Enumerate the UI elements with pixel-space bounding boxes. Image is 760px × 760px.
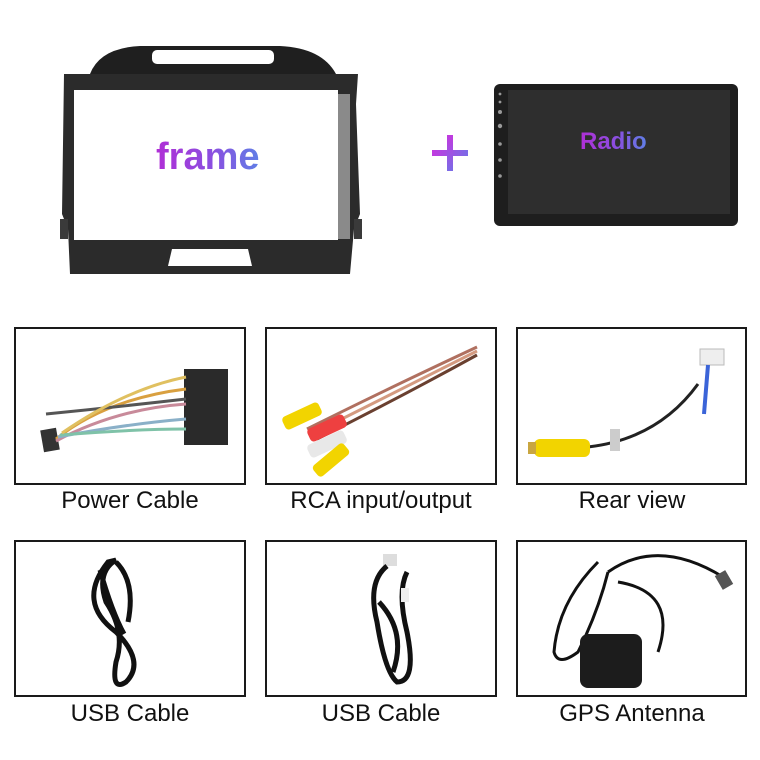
- usb-cable-icon: [91, 557, 137, 687]
- dash-frame-image: frame: [60, 44, 362, 276]
- accessory-card-usb-cable-2: [265, 540, 497, 697]
- plus-icon: [432, 135, 468, 171]
- accessory-label-rca: RCA input/output: [290, 487, 472, 514]
- accessory-card-rear-view: [516, 327, 747, 485]
- accessory-label-gps-antenna: GPS Antenna: [559, 700, 705, 727]
- frame-label: frame: [156, 136, 260, 178]
- accessory-card-rca: [265, 327, 497, 485]
- radio-label: Radio: [580, 128, 647, 155]
- dash-frame-icon: [60, 46, 362, 274]
- accessory-label-rear-view: Rear view: [578, 487, 686, 514]
- accessory-card-usb-cable-1: [14, 540, 246, 697]
- accessory-card-gps-antenna: [516, 540, 747, 697]
- accessory-label-usb-cable-2: USB Cable: [321, 700, 441, 727]
- accessory-label-usb-cable-1: USB Cable: [70, 700, 190, 727]
- accessory-label-power-cable: Power Cable: [61, 487, 199, 514]
- accessory-card-power-cable: [14, 327, 246, 485]
- radio-screen-icon: [494, 84, 738, 226]
- radio-unit-image: Radio: [494, 84, 738, 226]
- power-cable-icon: [40, 369, 228, 453]
- gps-antenna-icon: [552, 554, 734, 688]
- rear-view-cable-icon: [528, 348, 725, 457]
- usb-cable-icon: [371, 554, 413, 685]
- rca-cable-icon: [282, 345, 478, 477]
